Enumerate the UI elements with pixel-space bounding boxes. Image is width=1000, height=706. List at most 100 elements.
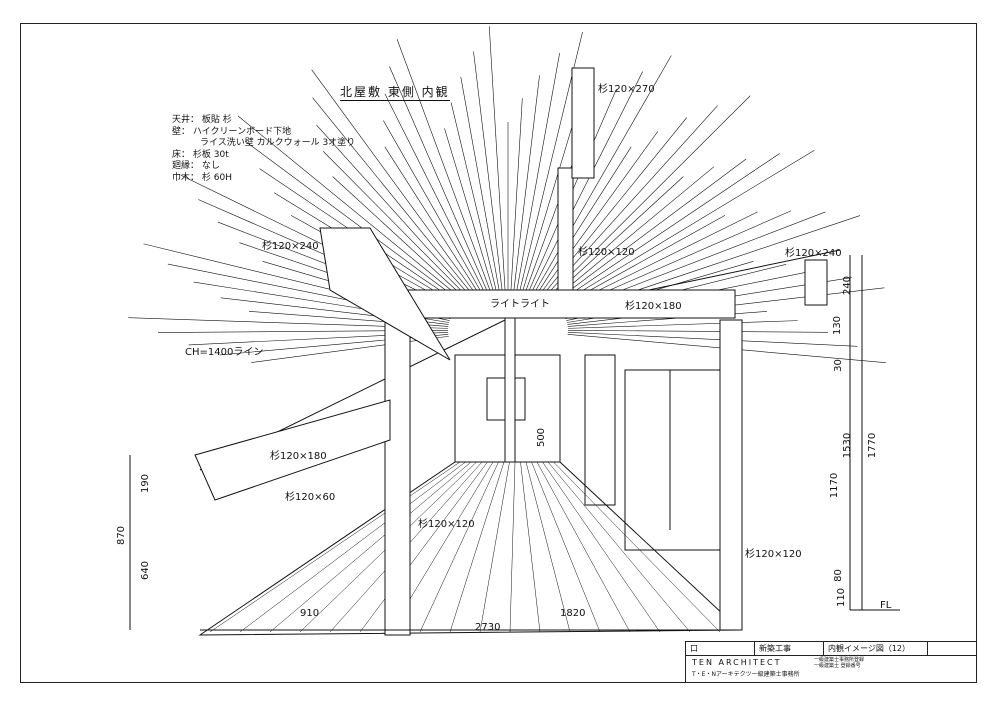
ceiling-board-line: [552, 158, 747, 304]
note-text: 板貼 杉: [201, 115, 232, 125]
dim: 1530: [842, 432, 854, 459]
ceiling-board-line: [538, 131, 659, 296]
note: ライス洗い壁 カルクウォール 3オ塗り: [172, 138, 355, 150]
label: 杉120×270: [598, 84, 655, 95]
ceiling-board-line: [389, 66, 488, 293]
ceiling-board-line: [567, 332, 858, 347]
ceiling-board-line: [554, 153, 780, 306]
label: 杉120×120: [578, 247, 635, 258]
dim: 640: [140, 560, 152, 581]
note-text: ライス洗い壁 カルクウォール 3オ塗り: [200, 138, 356, 148]
post-right: [719, 319, 743, 631]
ceiling-board-line: [473, 51, 503, 291]
ceiling-board-line: [444, 128, 494, 292]
ceiling-board-line: [450, 102, 497, 291]
dim: 870: [116, 525, 128, 546]
low-beam: [194, 399, 391, 501]
ceiling-board-line: [384, 93, 486, 294]
tb-office: T・E・Nアーキテクツ一級建築士事務所: [692, 671, 800, 678]
tb-address-line: 一級建築士 登録番号: [814, 663, 861, 669]
dim: 30: [832, 359, 844, 372]
post-back: [504, 299, 516, 463]
ceiling-board-line: [460, 76, 500, 291]
ceiling-board-line: [237, 115, 466, 303]
dim: 190: [140, 473, 152, 494]
ceiling-board-line: [488, 26, 506, 291]
tb-project: 新築工事: [755, 642, 824, 655]
floor-board-line: [359, 461, 488, 633]
glass-door: [624, 369, 721, 551]
material-notes: 天井： 板貼 杉 壁： ハイクリーンボード下地 ライス洗い壁 カルクウォール 3…: [172, 115, 355, 184]
ceiling-board-line: [522, 128, 572, 292]
dim: 80: [832, 569, 844, 582]
ceiling-board-line: [556, 149, 815, 307]
tb-address-line: 一級建築士事務所登録: [814, 657, 865, 663]
ceiling-board-line: [536, 146, 632, 295]
note-label: 壁：: [172, 126, 191, 137]
tb-brand: TEN ARCHITECT: [692, 658, 782, 667]
dim: 1170: [829, 472, 841, 499]
cross-beam: [399, 289, 736, 319]
dim: 1820: [560, 608, 586, 619]
ceiling-board-line: [510, 98, 523, 291]
label: 杉120×240: [262, 241, 319, 252]
ceiling-board-line: [247, 142, 464, 304]
label: 杉120×180: [625, 301, 682, 312]
floor-board-line: [209, 461, 461, 633]
note: 壁： ハイクリーンボード下地: [172, 127, 355, 139]
note-text: なし: [201, 161, 220, 171]
ceiling-board-line: [516, 53, 560, 291]
ceiling-board-line: [180, 174, 457, 310]
dim: 130: [832, 315, 844, 336]
dim: 910: [300, 608, 320, 619]
ceiling-board-line: [332, 176, 468, 301]
floor-board-line: [536, 461, 631, 633]
note-text: 杉 60H: [201, 172, 232, 183]
note-text: 杉板 30t: [192, 149, 229, 160]
floor-board-line: [525, 461, 571, 633]
beam-right: [804, 259, 828, 306]
ridge-post: [557, 167, 574, 299]
glass-door: [584, 354, 616, 506]
ceiling-board-line: [567, 320, 798, 329]
ceiling-board-line: [396, 39, 491, 292]
title-block-row: 口 新築工事 内観イメージ図（12）: [686, 642, 976, 656]
note-text: ハイクリーンボード下地: [192, 126, 292, 137]
floor-board-line: [553, 461, 721, 633]
floor-board-line: [509, 461, 516, 633]
floor-board-line: [449, 461, 505, 633]
note-label: 天井：: [172, 115, 200, 125]
floor-board-line: [520, 461, 541, 633]
beam-left: [319, 227, 451, 361]
ceiling-board-line: [550, 166, 715, 303]
ceiling-board-line: [312, 97, 475, 298]
floor-board-line: [239, 461, 466, 633]
dim: 240: [842, 275, 854, 296]
drawing-title: 北屋敷 東側 内観: [340, 85, 450, 101]
note: 巾木： 杉 60H: [172, 173, 355, 185]
label: 杉120×120: [745, 549, 802, 560]
ceiling-board-line: [322, 151, 470, 300]
floor-board-line: [531, 461, 601, 633]
note: 床： 杉板 30t: [172, 150, 355, 162]
ceiling-board-line: [513, 75, 540, 291]
floor-board-line: [547, 461, 691, 633]
ceiling-board-line: [546, 95, 751, 300]
label: 杉120×60: [285, 492, 336, 503]
tb-address: 一級建築士事務所登録一級建築士 登録番号: [814, 657, 864, 669]
ceiling-board-line: [383, 120, 483, 295]
note: 天井： 板貼 杉: [172, 115, 355, 127]
floor-board-line: [269, 461, 472, 633]
floor: [198, 461, 742, 636]
label: CH=1400ライン: [185, 347, 264, 358]
note: 廻縁： なし: [172, 161, 355, 173]
floor-board-line: [479, 461, 510, 633]
ceiling-board-line: [567, 330, 828, 333]
label: 500: [536, 427, 548, 448]
note-label: 床：: [172, 149, 191, 160]
post-center: [384, 319, 411, 636]
sheet-border: [20, 23, 977, 683]
floor-board-line: [419, 461, 499, 633]
